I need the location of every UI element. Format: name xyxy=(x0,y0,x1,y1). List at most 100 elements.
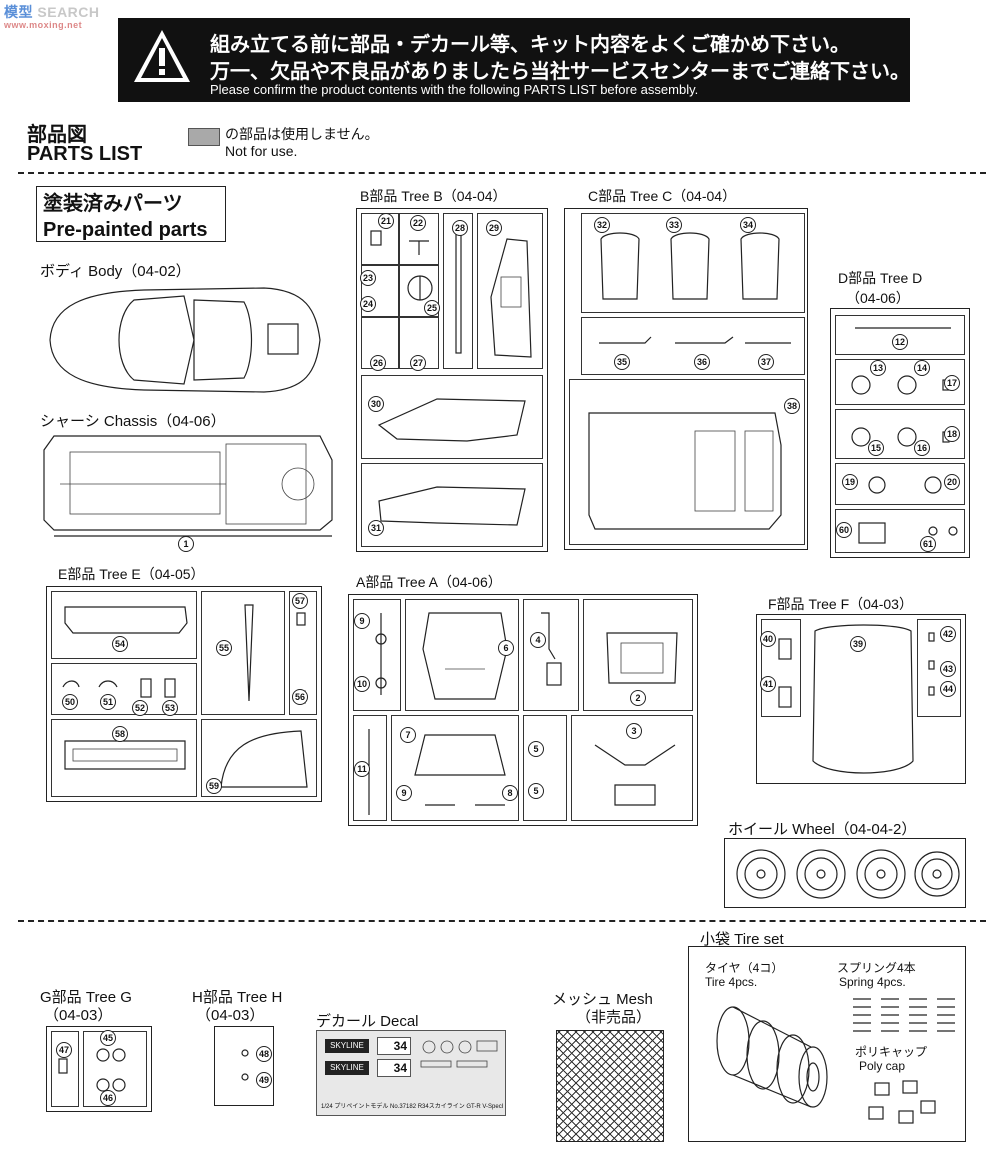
wheel-label: ホイール Wheel（04-04-2） xyxy=(728,821,917,838)
part-number: 37 xyxy=(758,354,774,370)
part-number: 33 xyxy=(666,217,682,233)
part-number: 48 xyxy=(256,1046,272,1062)
tree-e-label: E部品 Tree E（04-05） xyxy=(58,566,205,582)
part-number: 22 xyxy=(410,215,426,231)
part-number: 5 xyxy=(528,783,544,799)
tree-e xyxy=(46,586,322,802)
part-number: 1 xyxy=(178,536,194,552)
part-number: 60 xyxy=(836,522,852,538)
tree-f-label: F部品 Tree F（04-03） xyxy=(768,596,913,612)
part-number: 52 xyxy=(132,700,148,716)
mesh-sheet xyxy=(556,1030,664,1142)
warning-line-2: 万一、欠品や不良品がありましたら当社サービスセンターまでご連絡下さい。 xyxy=(210,61,910,83)
part-number: 3 xyxy=(626,723,642,739)
watermark: 模型 SEARCH www.moxing.net xyxy=(4,2,100,30)
part-number: 2 xyxy=(630,690,646,706)
not-for-use-jp: の部品は使用しません。 xyxy=(225,126,379,142)
part-number: 21 xyxy=(378,213,394,229)
tree-g-label-1: G部品 Tree G xyxy=(40,989,132,1006)
tree-d-label-2: （04-06） xyxy=(846,290,910,306)
part-number: 49 xyxy=(256,1072,272,1088)
decal-sheet: SKYLINE SKYLINE 34 34 1/24 プリペイントモデル No.… xyxy=(316,1030,506,1116)
spring-en: Spring 4pcs. xyxy=(839,975,906,989)
part-number: 44 xyxy=(940,681,956,697)
part-number: 19 xyxy=(842,474,858,490)
mesh-label-2: （非売品） xyxy=(576,1009,652,1026)
part-number: 31 xyxy=(368,520,384,536)
part-number: 10 xyxy=(354,676,370,692)
body-drawing xyxy=(49,287,321,393)
decal-footer: 1/24 プリペイントモデル No.37182 R34スカイライン GT-R V… xyxy=(321,1104,503,1110)
part-number: 35 xyxy=(614,354,630,370)
part-number: 12 xyxy=(892,334,908,350)
part-number: 20 xyxy=(944,474,960,490)
tire-en: Tire 4pcs. xyxy=(705,975,758,989)
tree-a-label: A部品 Tree A（04-06） xyxy=(356,574,502,590)
divider-middle xyxy=(18,920,986,922)
part-number: 39 xyxy=(850,636,866,652)
divider-top xyxy=(18,172,986,174)
watermark-logo: 模型 xyxy=(4,4,33,20)
tree-h-label-1: H部品 Tree H xyxy=(192,989,283,1006)
polycap-drawing xyxy=(868,1080,936,1124)
decal-brand-2: SKYLINE xyxy=(325,1061,369,1075)
part-number: 58 xyxy=(112,726,128,742)
warning-line-3: Please confirm the product contents with… xyxy=(210,82,699,97)
tree-b-label: B部品 Tree B（04-04） xyxy=(360,188,507,204)
part-number: 34 xyxy=(740,217,756,233)
prepainted-jp: 塗装済みパーツ xyxy=(43,193,183,215)
prepainted-en: Pre-painted parts xyxy=(43,219,208,241)
polycap-en: Poly cap xyxy=(859,1059,906,1073)
part-number: 6 xyxy=(498,640,514,656)
part-number: 41 xyxy=(760,676,776,692)
tree-d-label-1: D部品 Tree D xyxy=(838,270,923,286)
part-number: 59 xyxy=(206,778,222,794)
part-number: 45 xyxy=(100,1030,116,1046)
part-number: 4 xyxy=(530,632,546,648)
not-for-use-swatch xyxy=(188,128,220,146)
tire-set-label: 小袋 Tire set xyxy=(700,931,784,948)
part-number: 56 xyxy=(292,689,308,705)
decal-brand-1: SKYLINE xyxy=(325,1039,369,1053)
not-for-use-en: Not for use. xyxy=(225,143,298,159)
warning-line-1: 組み立てる前に部品・デカール等、キット内容をよくご確かめ下さい。 xyxy=(210,34,850,56)
part-number: 13 xyxy=(870,360,886,376)
chassis-drawing xyxy=(43,435,333,537)
part-number: 27 xyxy=(410,355,426,371)
spring-drawing xyxy=(853,998,955,1032)
spring-jp: スプリング4本 xyxy=(837,961,916,975)
watermark-brand: SEARCH xyxy=(37,4,100,20)
tire-set-box: タイヤ（4コ） Tire 4pcs. スプリング4本 Spring 4pcs. … xyxy=(688,946,966,1142)
part-number: 42 xyxy=(940,626,956,642)
prepainted-box: 塗装済みパーツ Pre-painted parts xyxy=(36,186,226,242)
body-label: ボディ Body（04-02） xyxy=(40,263,191,280)
part-number: 32 xyxy=(594,217,610,233)
part-number: 15 xyxy=(868,440,884,456)
watermark-domain: www.moxing.net xyxy=(4,20,83,30)
part-number: 43 xyxy=(940,661,956,677)
tree-h xyxy=(214,1026,274,1106)
chassis-label: シャーシ Chassis（04-06） xyxy=(40,413,226,430)
warning-banner: 組み立てる前に部品・デカール等、キット内容をよくご確かめ下さい。 万一、欠品や不… xyxy=(118,18,910,102)
part-number: 46 xyxy=(100,1090,116,1106)
decal-number-1: 34 xyxy=(377,1037,411,1055)
part-number: 8 xyxy=(502,785,518,801)
part-number: 17 xyxy=(944,375,960,391)
part-number: 61 xyxy=(920,536,936,552)
part-number: 53 xyxy=(162,700,178,716)
tire-drawing xyxy=(716,1006,828,1108)
part-number: 50 xyxy=(62,694,78,710)
wheel-tree xyxy=(724,838,966,908)
parts-list-title-jp: 部品図 xyxy=(27,124,87,146)
part-number: 55 xyxy=(216,640,232,656)
part-number: 36 xyxy=(694,354,710,370)
part-number: 25 xyxy=(424,300,440,316)
part-number: 18 xyxy=(944,426,960,442)
tire-jp: タイヤ（4コ） xyxy=(705,961,784,975)
part-number: 38 xyxy=(784,398,800,414)
part-number: 24 xyxy=(360,296,376,312)
part-number: 51 xyxy=(100,694,116,710)
part-number: 11 xyxy=(354,761,370,777)
part-number: 23 xyxy=(360,270,376,286)
tree-c xyxy=(564,208,808,550)
